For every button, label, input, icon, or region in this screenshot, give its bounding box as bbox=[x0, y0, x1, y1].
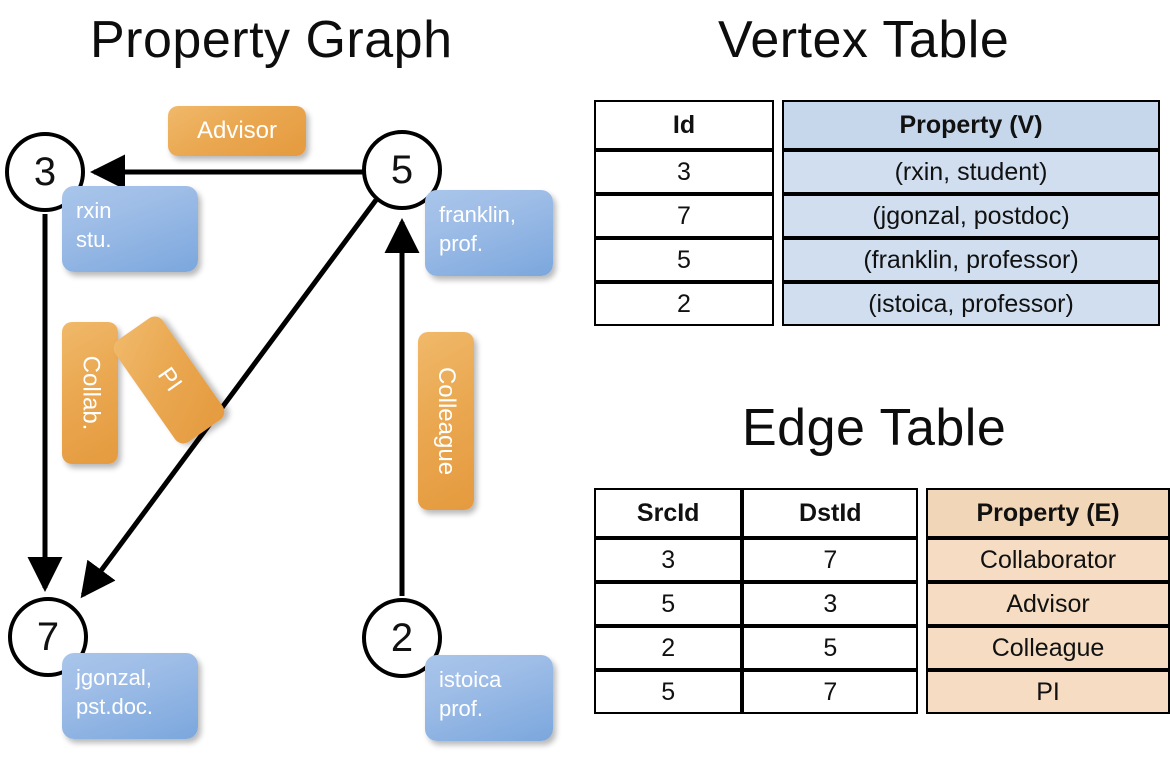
graph-edge-label-advisor-text: Advisor bbox=[196, 117, 278, 144]
edge-table-cell-dstid: 3 bbox=[742, 582, 919, 626]
edge-table-cell-property: Advisor bbox=[926, 582, 1170, 626]
table-row[interactable]: 2 (istoica, professor) bbox=[594, 282, 1160, 326]
table-row[interactable]: 2 5 Colleague bbox=[594, 626, 1170, 670]
vertex-table-cell-property: (franklin, professor) bbox=[782, 238, 1160, 282]
edge-table-column-gap bbox=[918, 538, 926, 582]
graph-node-5-property-box[interactable]: franklin, prof. bbox=[425, 190, 553, 276]
graph-node-5-label: 5 bbox=[390, 147, 414, 192]
graph-node-7-property-line-1: jgonzal, bbox=[76, 665, 152, 690]
edge-table-cell-srcid: 2 bbox=[594, 626, 743, 670]
vertex-table-column-gap bbox=[774, 282, 782, 326]
edge-table-column-gap bbox=[918, 626, 926, 670]
vertex-table-column-gap bbox=[774, 100, 782, 150]
vertex-table-cell-property: (istoica, professor) bbox=[782, 282, 1160, 326]
graph-node-7-label: 7 bbox=[36, 614, 60, 659]
vertex-table-header-property: Property (V) bbox=[782, 100, 1160, 150]
graph-edge-label-collab[interactable]: Collab. bbox=[62, 322, 118, 464]
vertex-table: Id Property (V) 3 (rxin, student) 7 (jgo… bbox=[594, 100, 1160, 326]
graph-node-2-property-box[interactable]: istoica prof. bbox=[425, 655, 553, 741]
vertex-table-cell-property: (jgonzal, postdoc) bbox=[782, 194, 1160, 238]
edge-table-cell-property: Collaborator bbox=[926, 538, 1170, 582]
page-title-edge-table: Edge Table bbox=[742, 399, 1007, 457]
graph-node-5-property-line-2: prof. bbox=[439, 231, 484, 257]
table-row[interactable]: 3 7 Collaborator bbox=[594, 538, 1170, 582]
edge-table-column-gap bbox=[918, 582, 926, 626]
graph-edge-label-advisor[interactable]: Advisor bbox=[168, 106, 306, 156]
property-graph-diagram: 3 5 7 2 rxin stu. franklin, prof. jgonza… bbox=[5, 106, 553, 741]
edge-table-cell-srcid: 5 bbox=[594, 582, 743, 626]
graph-edge-label-colleague-text: Colleague bbox=[433, 366, 460, 476]
edge-table-header-property: Property (E) bbox=[926, 488, 1170, 538]
graph-node-2[interactable]: 2 bbox=[362, 598, 442, 678]
graph-node-5[interactable]: 5 bbox=[362, 130, 442, 210]
edge-table-header-row: SrcId DstId Property (E) bbox=[594, 488, 1170, 538]
table-row[interactable]: 3 (rxin, student) bbox=[594, 150, 1160, 194]
edge-table-cell-dstid: 7 bbox=[742, 670, 919, 714]
vertex-table-column-gap bbox=[774, 150, 782, 194]
page-title-vertex-table: Vertex Table bbox=[718, 11, 1010, 69]
vertex-table-cell-id: 2 bbox=[594, 282, 774, 326]
vertex-table-cell-id: 5 bbox=[594, 238, 774, 282]
graph-edge-label-collab-text: Collab. bbox=[77, 355, 104, 431]
table-row[interactable]: 7 (jgonzal, postdoc) bbox=[594, 194, 1160, 238]
edge-table-cell-property: Colleague bbox=[926, 626, 1170, 670]
graph-node-3-label: 3 bbox=[33, 149, 57, 194]
graph-node-7-property-box[interactable]: jgonzal, pst.doc. bbox=[62, 653, 198, 739]
graph-edge-5-to-7 bbox=[80, 198, 379, 599]
table-row[interactable]: 5 7 PI bbox=[594, 670, 1170, 714]
graph-node-3-property-line-2: stu. bbox=[76, 227, 112, 253]
edge-table-cell-srcid: 5 bbox=[594, 670, 743, 714]
edge-table-cell-property: PI bbox=[926, 670, 1170, 714]
edge-table-cell-dstid: 5 bbox=[742, 626, 919, 670]
graph-edge-label-colleague[interactable]: Colleague bbox=[418, 332, 474, 510]
edge-table: SrcId DstId Property (E) 3 7 Collaborato… bbox=[594, 488, 1170, 714]
edge-table-header-dstid: DstId bbox=[742, 488, 919, 538]
graph-node-2-label: 2 bbox=[390, 615, 414, 660]
graph-edge-lines bbox=[27, 154, 420, 599]
graph-node-3-property-box[interactable]: rxin stu. bbox=[62, 186, 198, 272]
vertex-table-column-gap bbox=[774, 238, 782, 282]
vertex-table-cell-id: 3 bbox=[594, 150, 774, 194]
edge-table-cell-dstid: 7 bbox=[742, 538, 919, 582]
edge-table-cell-srcid: 3 bbox=[594, 538, 743, 582]
table-row[interactable]: 5 (franklin, professor) bbox=[594, 238, 1160, 282]
edge-table-header-srcid: SrcId bbox=[594, 488, 743, 538]
vertex-table-header-row: Id Property (V) bbox=[594, 100, 1160, 150]
graph-edge-label-pi-text: PI bbox=[151, 362, 187, 397]
graph-node-2-property-line-2: prof. bbox=[439, 696, 484, 722]
page-title-property-graph: Property Graph bbox=[90, 11, 453, 69]
table-row[interactable]: 5 3 Advisor bbox=[594, 582, 1170, 626]
vertex-table-cell-property: (rxin, student) bbox=[782, 150, 1160, 194]
vertex-table-column-gap bbox=[774, 194, 782, 238]
edge-table-column-gap bbox=[918, 670, 926, 714]
graph-node-7-property-line-2: pst.doc. bbox=[76, 694, 154, 720]
graph-node-3-property-line-1: rxin bbox=[76, 198, 112, 223]
vertex-table-header-id: Id bbox=[594, 100, 774, 150]
edge-table-column-gap bbox=[918, 488, 926, 538]
vertex-table-cell-id: 7 bbox=[594, 194, 774, 238]
graph-node-5-property-line-1: franklin, bbox=[439, 202, 517, 227]
graph-node-2-property-line-1: istoica bbox=[439, 667, 502, 692]
